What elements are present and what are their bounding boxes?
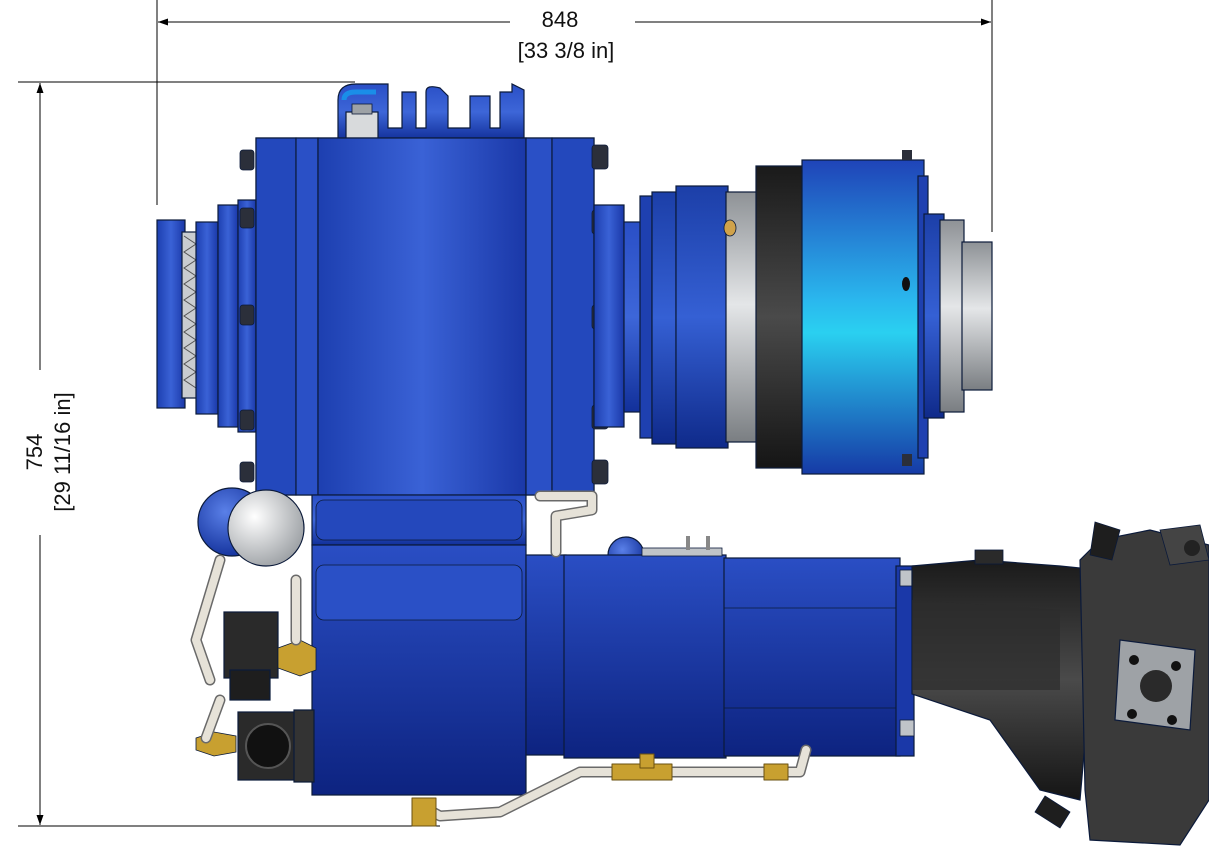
drive-assembly	[156, 83, 1209, 846]
lower-housing	[311, 494, 915, 796]
output-section	[593, 150, 993, 475]
accumulators	[197, 487, 645, 574]
width-dimension-value: 848	[542, 7, 579, 32]
height-dimension-imperial: [29 11/16 in]	[50, 392, 75, 511]
left-flange	[156, 149, 257, 483]
dimension-lines	[18, 0, 993, 827]
main-housing	[255, 137, 609, 496]
pipework	[190, 490, 812, 827]
lifting-bracket	[337, 83, 525, 143]
hydraulic-motor	[911, 521, 1209, 846]
valve-blocks	[195, 611, 317, 783]
width-dimension-imperial: [33 3/8 in]	[518, 38, 615, 63]
height-dimension-value: 754	[22, 434, 47, 471]
